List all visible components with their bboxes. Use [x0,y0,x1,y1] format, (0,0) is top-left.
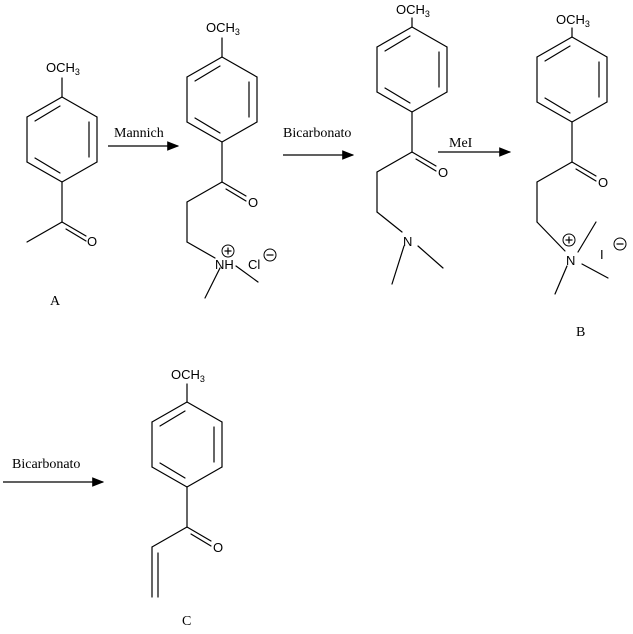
negative-charge-icon [263,248,277,262]
ammonium-nitrogen: N [566,253,575,268]
molecule-a: OCH3 O A [26,60,98,309]
svg-text:OCH3: OCH3 [46,60,80,77]
methoxy-subscript: 3 [425,9,430,19]
methoxy-subscript: 3 [235,27,240,37]
reagent-bicarbonato-2: Bicarbonato [12,457,80,472]
carbonyl-oxygen: O [213,540,223,555]
methoxy-label: OCH [171,367,200,382]
svg-text:OCH3: OCH3 [206,20,240,37]
negative-charge-icon [613,237,627,251]
compound-label-c: C [182,614,191,629]
carbonyl-oxygen: O [598,175,608,190]
reaction-arrow-4: Bicarbonato [3,457,105,487]
ammonium-nh: NH [215,257,234,272]
reagent-mannich: Mannich [114,126,164,141]
molecule-mannich-salt: OCH3 O NH Cl [186,20,277,299]
svg-text:OCH3: OCH3 [556,12,590,29]
svg-text:OCH3: OCH3 [396,2,430,19]
molecule-c: OCH3 O C [151,367,223,629]
methoxy-label: OCH [206,20,235,35]
methoxy-label: OCH [396,2,425,17]
methoxy-label: OCH [46,60,75,75]
reagent-mei: MeI [449,136,473,151]
methoxy-subscript: 3 [200,374,205,384]
carbonyl-oxygen: O [438,165,448,180]
methoxy-subscript: 3 [585,19,590,29]
reaction-arrow-1: Mannich [108,126,180,151]
amine-nitrogen: N [403,234,412,249]
methoxy-label: OCH [556,12,585,27]
chloride-ion: Cl [248,257,260,272]
carbonyl-oxygen: O [87,234,97,249]
molecule-b: OCH3 O N I B [536,12,627,340]
compound-label-b: B [576,325,585,340]
reaction-arrow-2: Bicarbonato [283,126,355,160]
svg-text:OCH3: OCH3 [171,367,205,384]
carbonyl-oxygen: O [248,195,258,210]
molecule-free-base: OCH3 O N [376,2,448,285]
compound-label-a: A [50,294,61,309]
positive-charge-icon [562,233,576,247]
positive-charge-icon [221,244,235,258]
methoxy-subscript: 3 [75,67,80,77]
reagent-bicarbonato-1: Bicarbonato [283,126,351,141]
iodide-ion: I [600,247,604,262]
reaction-arrow-3: MeI [438,136,512,157]
